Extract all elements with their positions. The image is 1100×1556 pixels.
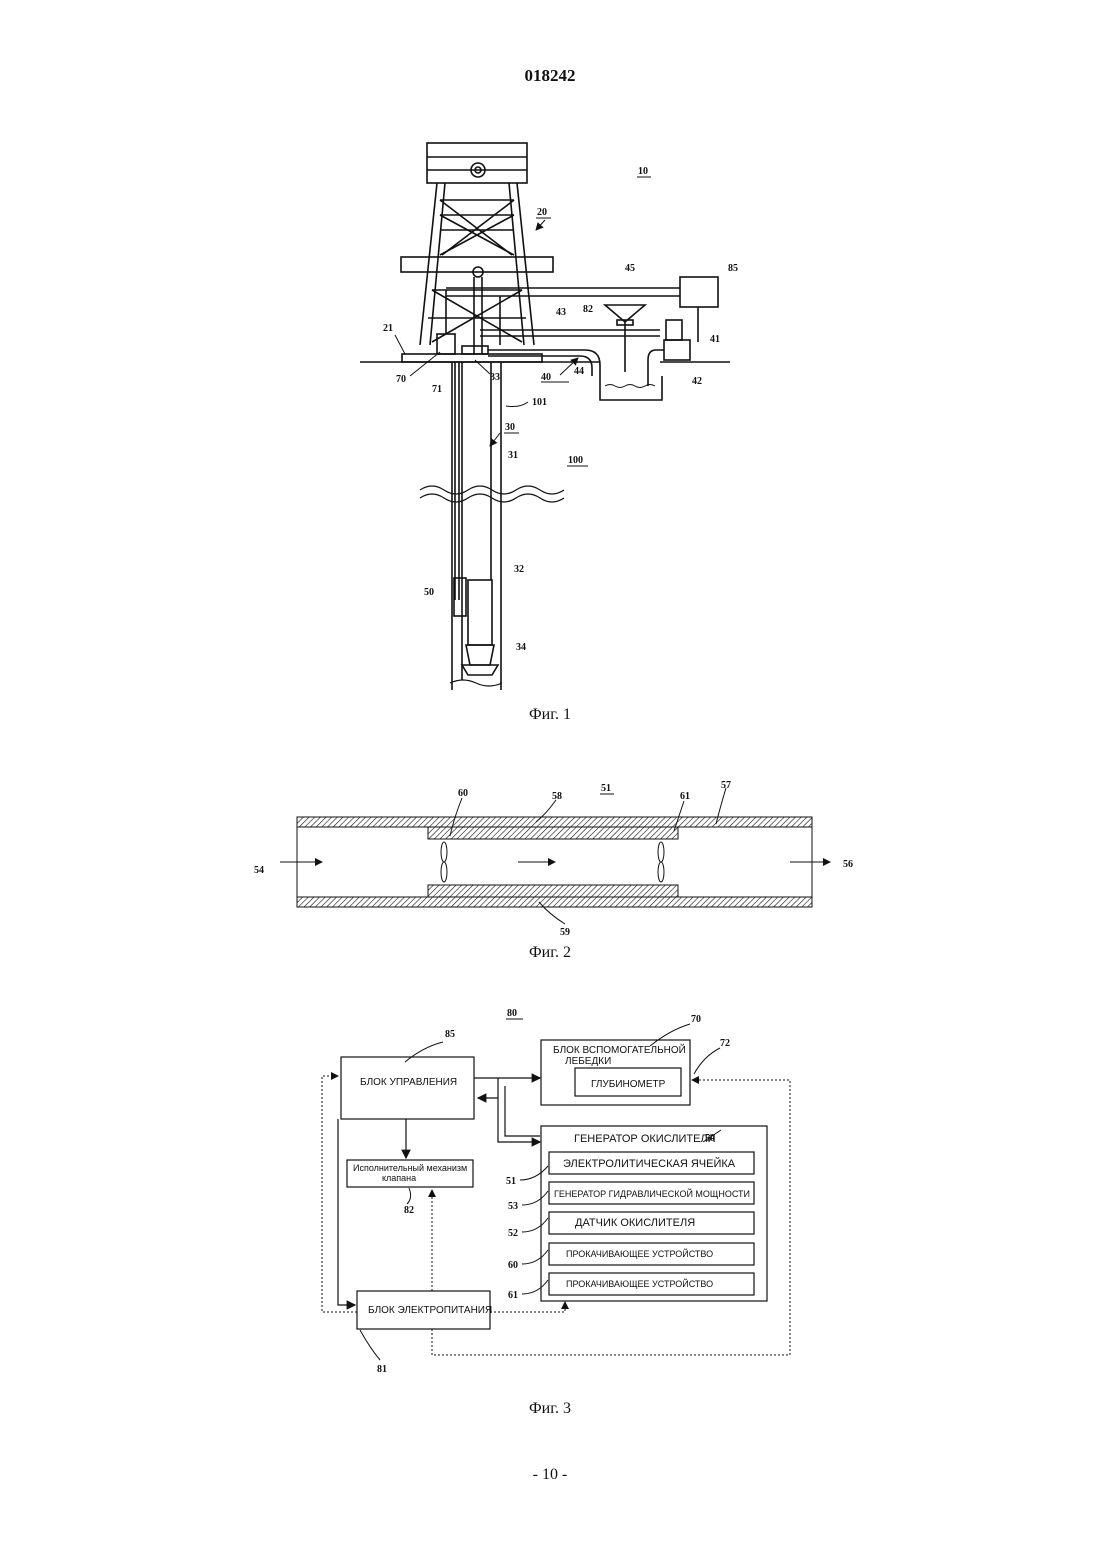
figure-3-caption: Фиг. 3 xyxy=(0,1400,1100,1418)
page-number: - 10 - xyxy=(0,1466,1100,1484)
label-21: 21 xyxy=(383,323,393,334)
label-71: 71 xyxy=(432,384,442,395)
aux-winch-text-2: ЛЕБЕДКИ xyxy=(565,1056,611,1067)
label-33: 33 xyxy=(490,372,500,383)
label-101: 101 xyxy=(532,397,547,408)
label-43: 43 xyxy=(556,307,566,318)
label-41: 41 xyxy=(710,334,720,345)
label-81: 81 xyxy=(377,1364,387,1375)
label-54: 54 xyxy=(254,865,264,876)
drilling-rig xyxy=(360,143,730,690)
label-50: 50 xyxy=(424,587,434,598)
oxidizer-sensor-text: ДАТЧИК ОКИСЛИТЕЛЯ xyxy=(575,1217,695,1229)
label-44: 44 xyxy=(574,366,584,377)
label-58: 58 xyxy=(552,791,562,802)
depth-gauge-text: ГЛУБИНОМЕТР xyxy=(591,1079,666,1090)
control-unit-box xyxy=(341,1057,474,1119)
valve-actuator-text-2: клапана xyxy=(382,1173,416,1183)
pump-device-2-text: ПРОКАЧИВАЮЩЕЕ УСТРОЙСТВО xyxy=(566,1278,713,1289)
electrolytic-cell-text: ЭЛЕКТРОЛИТИЧЕСКАЯ ЯЧЕЙКА xyxy=(563,1157,736,1170)
label-42: 42 xyxy=(692,376,702,387)
label-72: 72 xyxy=(720,1038,730,1049)
label-20: 20 xyxy=(537,207,547,218)
valve-actuator-text-1: Исполнительный механизм xyxy=(353,1163,467,1173)
label-85: 85 xyxy=(445,1029,455,1040)
label-45: 45 xyxy=(625,263,635,274)
label-10: 10 xyxy=(638,166,648,177)
figure-2-drawing xyxy=(280,788,830,924)
label-70: 70 xyxy=(691,1014,701,1025)
label-70: 70 xyxy=(396,374,406,385)
label-82: 82 xyxy=(583,304,593,315)
label-60: 60 xyxy=(508,1260,518,1271)
label-51: 51 xyxy=(506,1176,516,1187)
label-56: 56 xyxy=(843,859,853,870)
oxidizer-generator-text: ГЕНЕРАТОР ОКИСЛИТЕЛЯ xyxy=(574,1133,716,1145)
figure-1-caption: Фиг. 1 xyxy=(0,706,1100,724)
control-unit-text: БЛОК УПРАВЛЕНИЯ xyxy=(360,1077,457,1088)
label-60: 60 xyxy=(458,788,468,799)
label-61: 61 xyxy=(508,1290,518,1301)
label-61: 61 xyxy=(680,791,690,802)
label-53: 53 xyxy=(508,1201,518,1212)
pump-device-1-text: ПРОКАЧИВАЮЩЕЕ УСТРОЙСТВО xyxy=(566,1248,713,1259)
label-32: 32 xyxy=(514,564,524,575)
figure-2-caption: Фиг. 2 xyxy=(0,944,1100,962)
label-80: 80 xyxy=(507,1008,517,1019)
power-supply-text: БЛОК ЭЛЕКТРОПИТАНИЯ xyxy=(368,1305,492,1316)
aux-winch-text-1: БЛОК ВСПОМОГАТЕЛЬНОЙ xyxy=(553,1043,686,1056)
label-34: 34 xyxy=(516,642,526,653)
label-51: 51 xyxy=(601,783,611,794)
hydraulic-power-generator-text: ГЕНЕРАТОР ГИДРАВЛИЧЕСКОЙ МОЩНОСТИ xyxy=(554,1188,750,1199)
label-59: 59 xyxy=(560,927,570,938)
label-100: 100 xyxy=(568,455,583,466)
label-82: 82 xyxy=(404,1205,414,1216)
label-85: 85 xyxy=(728,263,738,274)
label-52: 52 xyxy=(508,1228,518,1239)
figure-1-labels: 10 20 21 70 33 40 44 43 82 45 85 41 42 7… xyxy=(383,166,738,653)
label-57: 57 xyxy=(721,780,731,791)
label-31: 31 xyxy=(508,450,518,461)
label-40: 40 xyxy=(541,372,551,383)
label-30: 30 xyxy=(505,422,515,433)
